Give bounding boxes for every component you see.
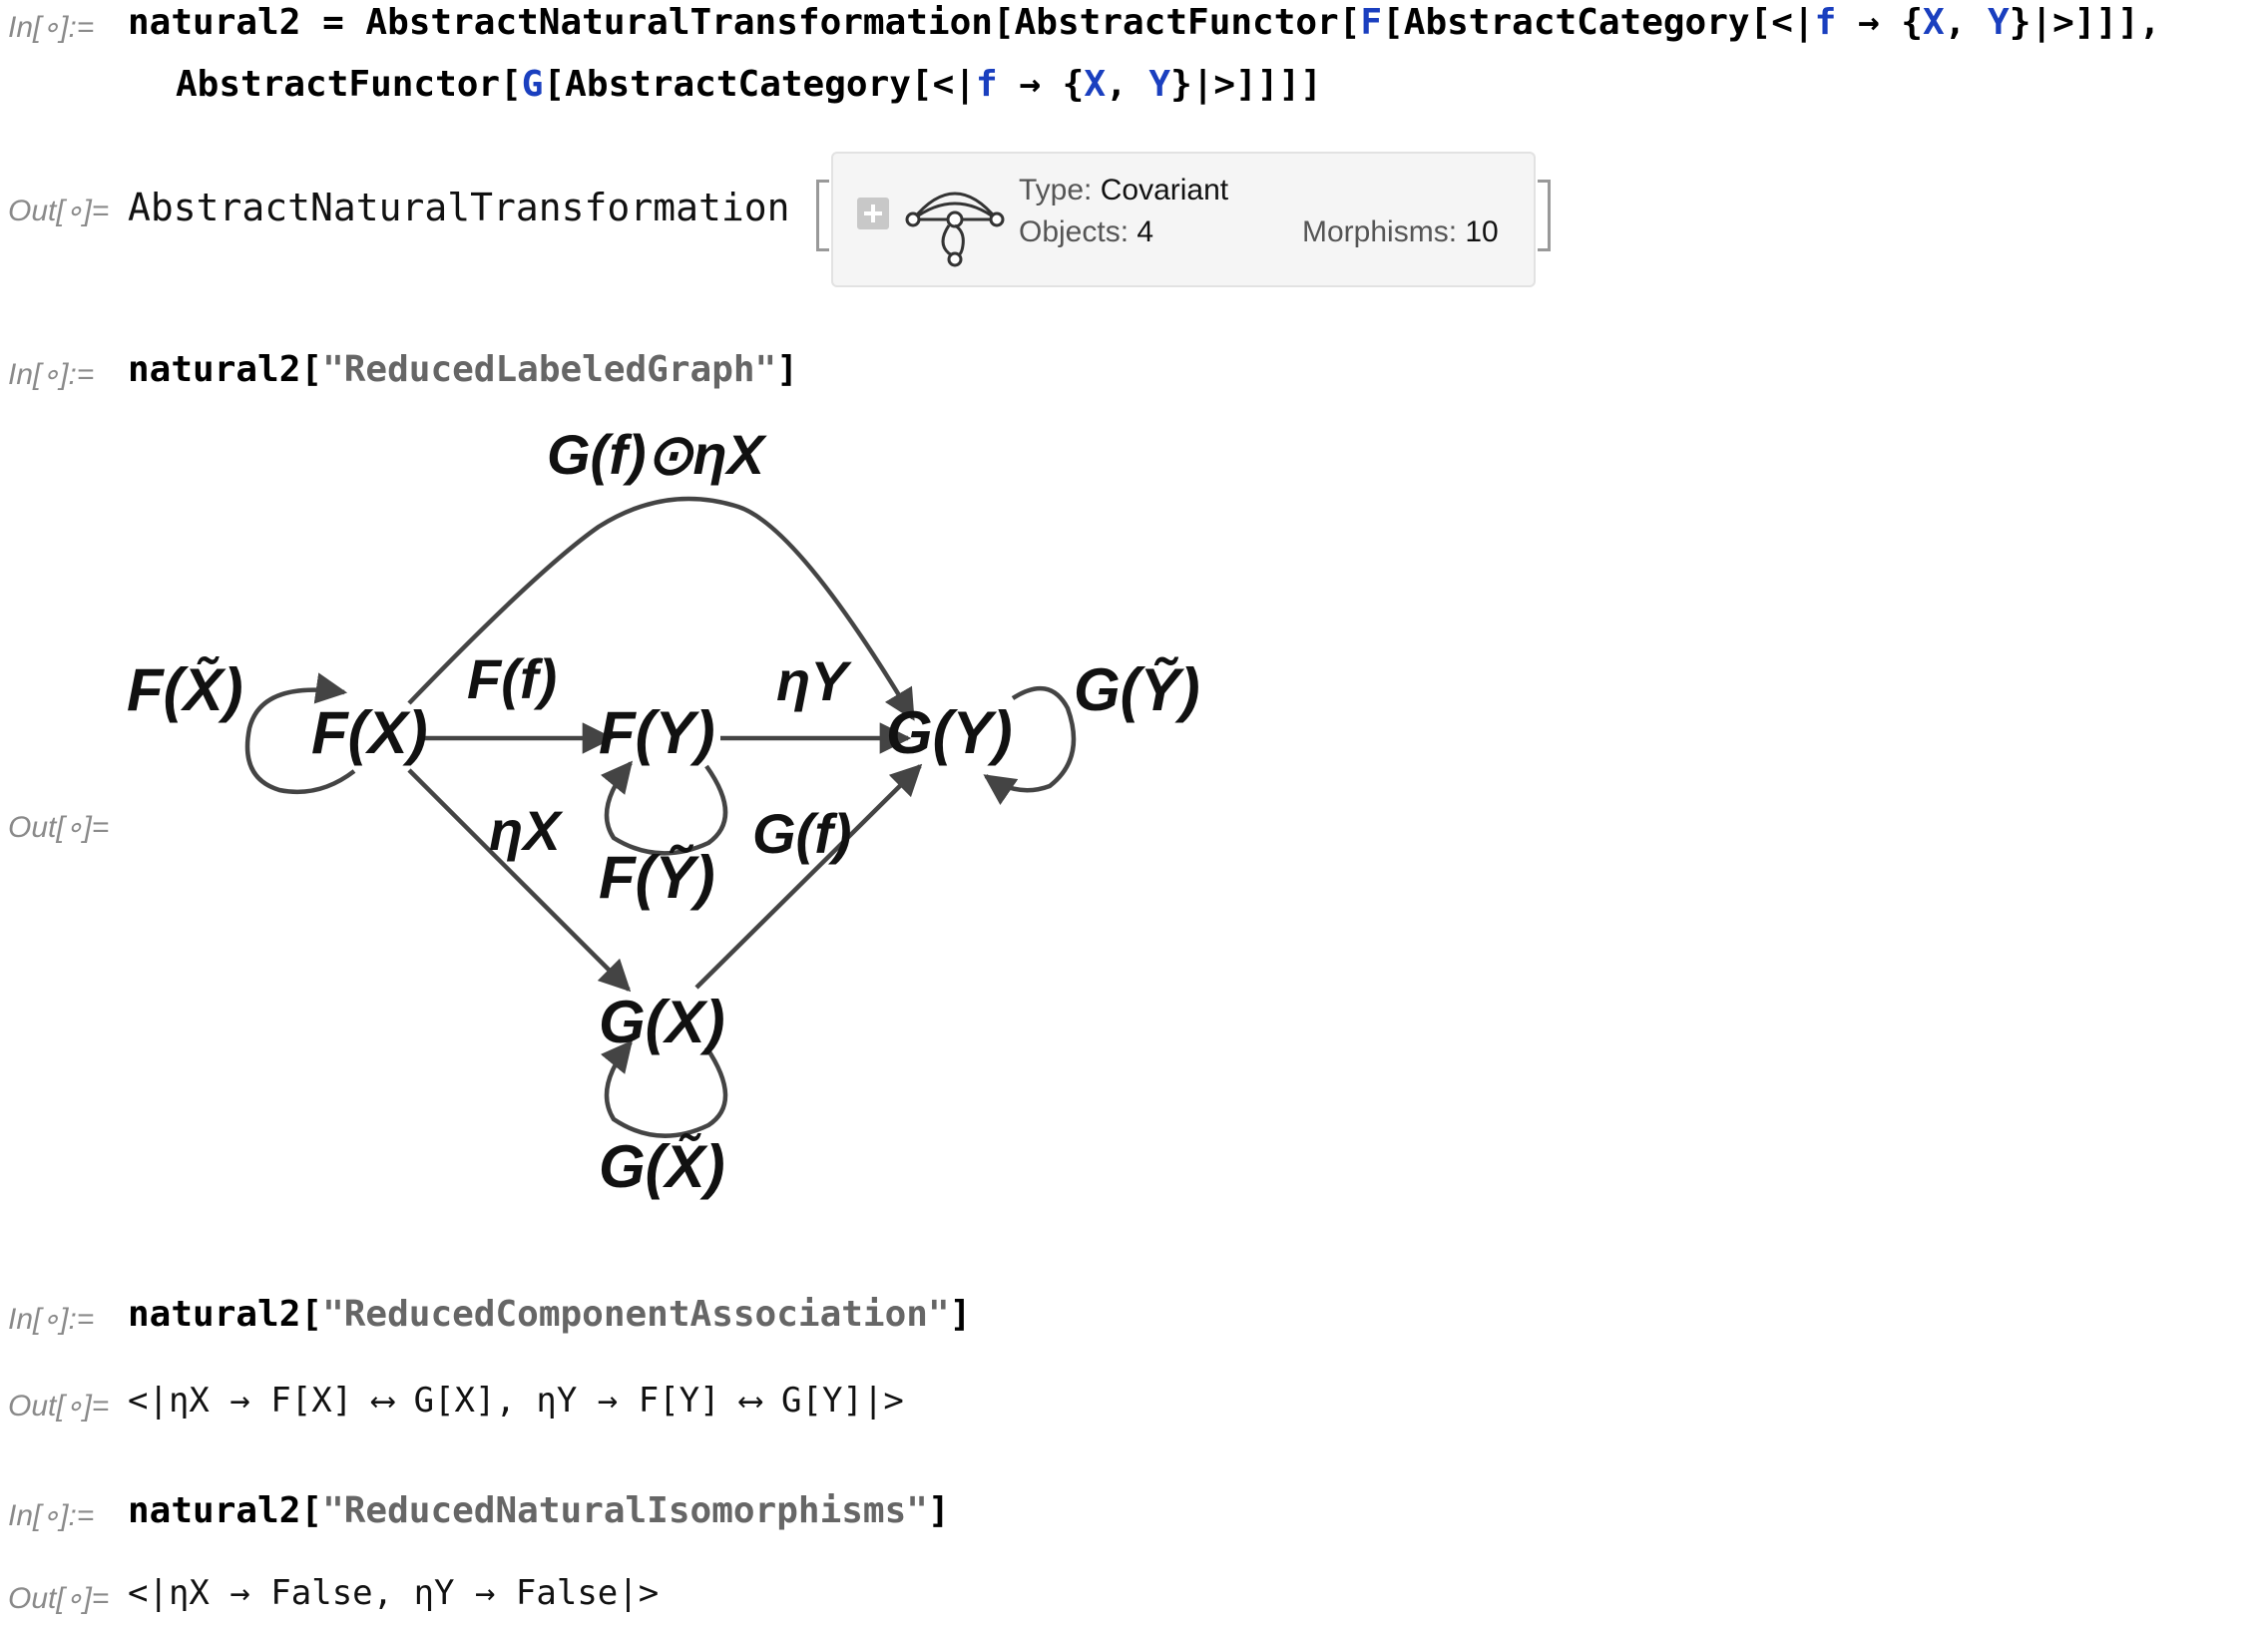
label-Gf: G(f) <box>752 802 852 865</box>
left-bracket <box>816 180 829 251</box>
loop-FY <box>600 760 728 856</box>
summary-morphisms: Morphisms: 10 <box>1302 215 1499 248</box>
right-bracket <box>1538 180 1551 251</box>
label-etaX: ηX <box>489 799 564 862</box>
node-FX: F(X) <box>311 699 428 766</box>
summary-box: Type: Covariant Objects: 4 Morphisms: 10 <box>831 152 1536 287</box>
label-top: G(f)⊙ηX <box>547 423 768 486</box>
component-association: <|ηX → F[X] ⟷ G[X], ηY → F[Y] ⟷ G[Y]|> <box>128 1381 904 1421</box>
expand-plus-icon[interactable] <box>857 198 889 229</box>
output-cell-label: Out[∘]= <box>8 195 110 227</box>
input-cell-code[interactable]: natural2["ReducedLabeledGraph"] <box>128 349 798 390</box>
output-cell-label: Out[∘]= <box>8 1582 110 1615</box>
label-loopFX: F(X̃) <box>127 656 243 723</box>
output-head: AbstractNaturalTransformation <box>128 186 790 229</box>
input-cell-code-line-2[interactable]: AbstractFunctor[G[AbstractCategory[<|f →… <box>176 64 1322 105</box>
label-Ff: F(f) <box>467 647 557 710</box>
input-cell-code-line-1[interactable]: natural2 = AbstractNaturalTransformation… <box>128 2 2161 43</box>
edge-Gf <box>694 763 923 990</box>
summary-type: Type: Covariant <box>1019 174 1229 206</box>
node-GY: G(Y) <box>886 699 1013 766</box>
output-cell-label: Out[∘]= <box>8 1390 110 1423</box>
category-icon <box>905 192 1005 267</box>
input-cell-code[interactable]: natural2["ReducedNaturalIsomorphisms"] <box>128 1490 950 1531</box>
summary-objects: Objects: 4 <box>1019 215 1154 248</box>
loop-GY <box>983 685 1077 806</box>
input-cell-label: In[∘]:= <box>8 1499 95 1532</box>
loop-FX <box>244 672 356 795</box>
label-etaY: ηY <box>776 649 852 712</box>
input-cell-label: In[∘]:= <box>8 11 95 44</box>
output-cell-label: Out[∘]= <box>8 811 110 844</box>
edge-top <box>407 496 915 721</box>
input-cell-label: In[∘]:= <box>8 358 95 391</box>
node-FY: F(Y) <box>599 699 715 766</box>
input-cell-code[interactable]: natural2["ReducedComponentAssociation"] <box>128 1294 972 1335</box>
node-GX: G(X) <box>599 989 725 1055</box>
natural-isomorphisms: <|ηX → False, ηY → False|> <box>128 1573 660 1613</box>
edge-etaX <box>407 768 632 993</box>
labeled-graph: F(X) F(Y) G(Y) G(X) G(f)⊙ηX F(f) ηY ηX G… <box>127 423 1200 1200</box>
label-loopGY: G(Ỹ) <box>1074 656 1200 723</box>
label-loopGX: G(X̃) <box>599 1133 725 1200</box>
loop-GX <box>600 1039 728 1138</box>
label-loopFY: F(Ỹ) <box>599 844 715 911</box>
input-cell-label: In[∘]:= <box>8 1303 95 1336</box>
